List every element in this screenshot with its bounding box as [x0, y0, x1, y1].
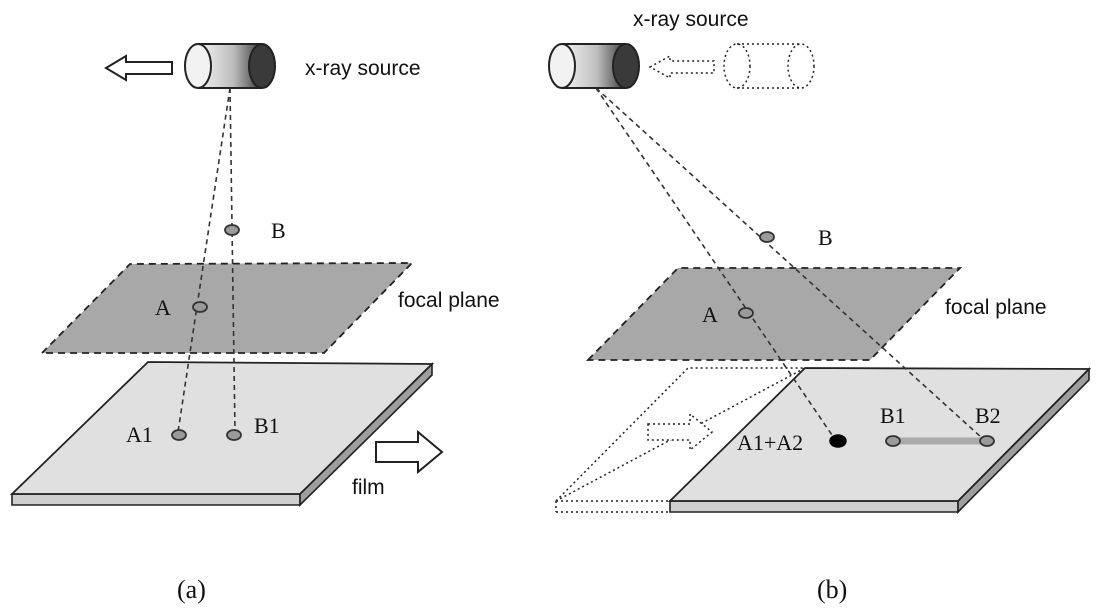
point-b1-label-a: B1 — [254, 413, 280, 438]
point-b1-label-b: B1 — [880, 403, 906, 428]
point-b2-marker — [979, 435, 995, 447]
focal-plane-label-b: focal plane — [945, 296, 1047, 319]
source-label-b: x-ray source — [633, 8, 749, 31]
caption-a: (a) — [177, 575, 206, 604]
arrow-left-dotted-icon — [648, 54, 715, 80]
point-a1-label: A1 — [126, 422, 153, 447]
film-b — [667, 367, 1092, 514]
arrow-right-icon — [375, 429, 444, 475]
panel-b: x-ray source B A focal plane A1+A2 B1 B2… — [548, 8, 1092, 604]
point-a-marker-b — [738, 307, 754, 319]
focal-plane-a — [39, 262, 415, 354]
xray-tube-icon — [184, 43, 276, 89]
point-b-marker — [224, 224, 240, 236]
focal-plane-label-a: focal plane — [398, 289, 500, 312]
point-a-label-b: A — [702, 302, 718, 327]
caption-b: (b) — [817, 575, 847, 604]
point-a1-marker — [171, 429, 187, 441]
point-b1-marker-b — [885, 435, 901, 447]
point-b-label-b: B — [818, 225, 833, 250]
source-label-a: x-ray source — [305, 57, 421, 80]
focal-plane-b — [585, 267, 963, 361]
ray-b-b-to-b2 — [595, 87, 983, 439]
ray-b-a-to-a1a2 — [595, 87, 835, 439]
arrow-right-dotted-icon — [647, 412, 714, 452]
point-a-marker — [192, 301, 208, 313]
ray-b-to-b1 — [229, 87, 236, 433]
point-b1-marker — [226, 429, 242, 441]
point-a1a2-marker — [829, 434, 847, 448]
ray-a-to-a1 — [177, 87, 231, 433]
xray-tube-ghost-icon — [723, 43, 815, 89]
panel-a: x-ray source B A focal plane A1 B1 film … — [9, 43, 500, 604]
point-b2-label: B2 — [975, 403, 1001, 428]
film-a — [9, 361, 435, 507]
point-a-label-a: A — [155, 295, 171, 320]
point-b-marker-b — [759, 231, 775, 243]
film-label: film — [352, 476, 385, 499]
point-a1a2-label: A1+A2 — [737, 430, 803, 455]
xray-tube-icon-b — [548, 43, 640, 89]
arrow-left-icon — [104, 54, 173, 82]
point-b-label-a: B — [271, 218, 286, 243]
